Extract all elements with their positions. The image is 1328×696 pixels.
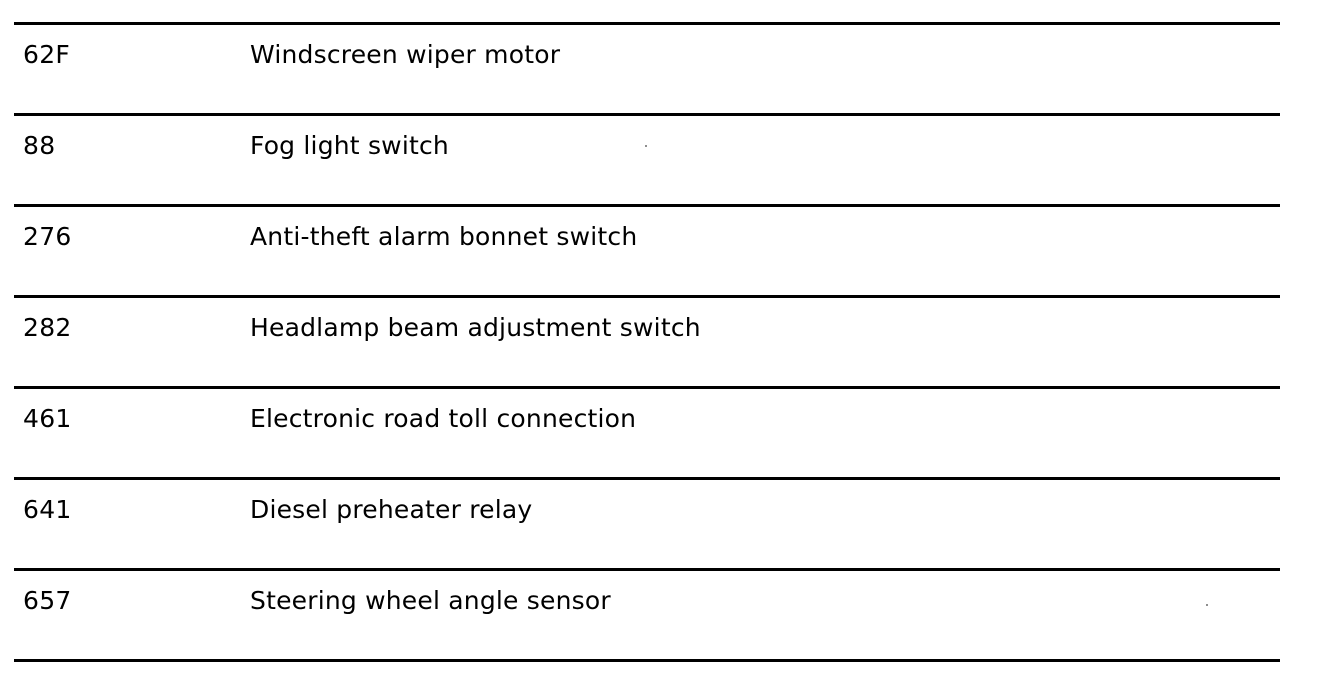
table-rule	[14, 477, 1280, 480]
component-reference-table: 62F Windscreen wiper motor 88 Fog light …	[14, 22, 1280, 662]
scan-speck	[645, 145, 647, 147]
table-rule	[14, 568, 1280, 571]
table-row: 282 Headlamp beam adjustment switch	[14, 298, 1280, 386]
component-number: 276	[23, 222, 72, 251]
table-row: 657 Steering wheel angle sensor	[14, 571, 1280, 659]
component-number: 641	[23, 495, 72, 524]
component-description: Diesel preheater relay	[250, 495, 533, 524]
component-description: Anti-theft alarm bonnet switch	[250, 222, 638, 251]
component-description: Headlamp beam adjustment switch	[250, 313, 701, 342]
table-row: 88 Fog light switch	[14, 116, 1280, 204]
component-description: Fog light switch	[250, 131, 449, 160]
component-description: Windscreen wiper motor	[250, 40, 561, 69]
component-number: 461	[23, 404, 72, 433]
table-rule	[14, 113, 1280, 116]
table-rule	[14, 295, 1280, 298]
component-number: 657	[23, 586, 72, 615]
scan-speck	[1206, 604, 1208, 606]
component-number: 88	[23, 131, 56, 160]
table-row: 276 Anti-theft alarm bonnet switch	[14, 207, 1280, 295]
table-row: 461 Electronic road toll connection	[14, 389, 1280, 477]
component-number: 282	[23, 313, 72, 342]
table-rule-top	[14, 22, 1280, 25]
table-row: 62F Windscreen wiper motor	[14, 25, 1280, 113]
table-rule-bottom	[14, 659, 1280, 662]
table-rule	[14, 204, 1280, 207]
component-number: 62F	[23, 40, 71, 69]
component-description: Electronic road toll connection	[250, 404, 637, 433]
table-row: 641 Diesel preheater relay	[14, 480, 1280, 568]
table-rule	[14, 386, 1280, 389]
component-description: Steering wheel angle sensor	[250, 586, 611, 615]
